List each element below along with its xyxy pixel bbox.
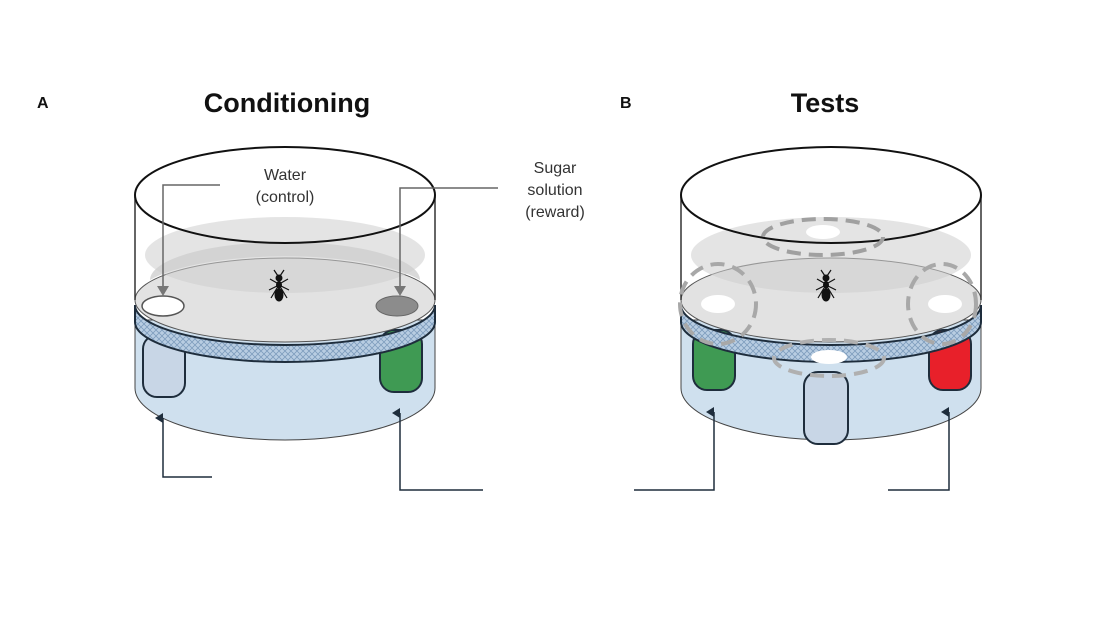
- water-leader-line: [162, 184, 220, 290]
- mesh-floor-b: [680, 304, 982, 363]
- arena-wall-rim-b: [680, 146, 982, 244]
- test-ring-back: [761, 217, 885, 257]
- odour-line-red: [888, 407, 950, 491]
- odour-line-green: [634, 407, 715, 491]
- arena-tests: [634, 146, 982, 491]
- sugar-drop-spot: [375, 295, 419, 317]
- mesh-floor: [134, 304, 436, 363]
- sugar-reward-label: Sugar solution (reward): [525, 160, 585, 221]
- panel-letter-a: A: [37, 95, 49, 112]
- arena-wall-rim: [134, 146, 436, 244]
- test-ring-right: [906, 262, 978, 346]
- panel-letter-b: B: [620, 95, 632, 112]
- ant-icon: [268, 269, 290, 302]
- sugar-leader-line: [399, 187, 498, 290]
- test-ring-front: [772, 338, 886, 378]
- tube-control-b: [803, 371, 849, 445]
- odour-line-reward: [392, 408, 483, 491]
- odour-line-control: [155, 413, 212, 478]
- ant-icon: [815, 269, 837, 302]
- water-drop-spot: [141, 295, 185, 317]
- test-ring-left: [678, 262, 758, 346]
- arena-conditioning: [134, 146, 498, 491]
- panel-title-tests: Tests: [790, 88, 860, 118]
- panel-title-conditioning: Conditioning: [203, 88, 371, 118]
- water-control-label: Water (control): [255, 167, 315, 206]
